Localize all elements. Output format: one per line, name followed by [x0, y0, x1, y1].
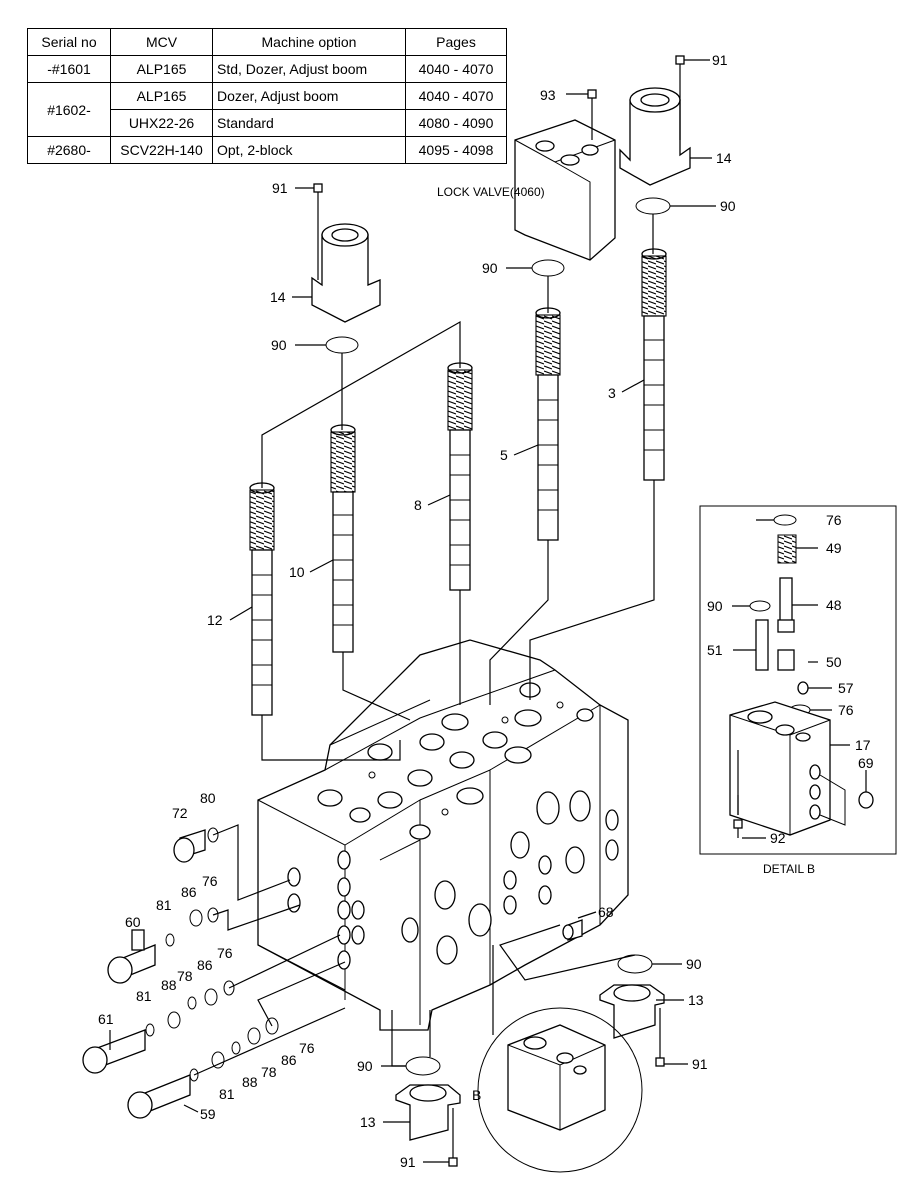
callout-91: 91 [692, 1056, 708, 1072]
callout-86: 86 [197, 957, 213, 973]
callout-76: 76 [202, 873, 218, 889]
callout-labels: 91 93 14 LOCK VALVE(4060) 90 91 14 90 90… [98, 52, 874, 1170]
seal-rings [145, 827, 279, 1082]
table-row: UHX22-26 Standard 4080 - 4090 [28, 109, 507, 137]
callout-72: 72 [172, 805, 188, 821]
spool-12 [249, 482, 275, 716]
cell-serial: #1602- [27, 82, 111, 137]
callout-76: 76 [838, 702, 854, 718]
header-mcv: MCV [110, 28, 213, 56]
callout-59: 59 [200, 1106, 216, 1122]
table-header-row: Serial no MCV Machine option Pages [27, 28, 507, 56]
callout-90: 90 [686, 956, 702, 972]
cap-13-bottom [395, 1084, 461, 1141]
callout-14: 14 [716, 150, 732, 166]
callout-13: 13 [360, 1114, 376, 1130]
bolts [313, 55, 685, 1167]
callout-81: 81 [136, 988, 152, 1004]
callout-78: 78 [177, 968, 193, 984]
callout-60: 60 [125, 914, 141, 930]
callout-3: 3 [608, 385, 616, 401]
callout-92: 92 [770, 830, 786, 846]
detail-b-box: DETAIL B [699, 505, 897, 876]
callout-51: 51 [707, 642, 723, 658]
detail-b-circle: B [472, 1007, 643, 1173]
lock-valve-label: LOCK VALVE(4060) [437, 185, 545, 199]
plug-60 [107, 929, 156, 984]
cell-option: Standard [212, 109, 406, 137]
fitting-68 [562, 919, 583, 941]
detail-b-title: DETAIL B [763, 862, 815, 876]
cell-pages: 4080 - 4090 [405, 109, 507, 137]
assembly-lines [193, 214, 739, 1076]
callout-86: 86 [181, 884, 197, 900]
callout-13: 13 [688, 992, 704, 1008]
callout-86: 86 [281, 1052, 297, 1068]
cell-pages: 4095 - 4098 [405, 136, 507, 164]
callout-68: 68 [598, 904, 614, 920]
table-row: -#1601 ALP165 Std, Dozer, Adjust boom 40… [27, 55, 507, 83]
callout-leaders [109, 59, 867, 1163]
callout-90: 90 [720, 198, 736, 214]
callout-5: 5 [500, 447, 508, 463]
cap-14-lower [311, 223, 381, 323]
callout-80: 80 [200, 790, 216, 806]
cell-pages: 4040 - 4070 [405, 55, 507, 83]
callout-76: 76 [217, 945, 233, 961]
plug-72 [173, 829, 206, 863]
callout-17: 17 [855, 737, 871, 753]
callout-10: 10 [289, 564, 305, 580]
plug-59 [127, 1074, 191, 1119]
cell-pages: 4040 - 4070 [405, 82, 507, 110]
callout-90: 90 [357, 1058, 373, 1074]
callout-91: 91 [272, 180, 288, 196]
cell-mcv: SCV22H-140 [110, 136, 213, 164]
callout-69: 69 [858, 755, 874, 771]
callout-88: 88 [161, 977, 177, 993]
callout-91: 91 [400, 1154, 416, 1170]
callout-61: 61 [98, 1011, 114, 1027]
header-serial: Serial no [27, 28, 111, 56]
callout-8: 8 [414, 497, 422, 513]
serial-table: Serial no MCV Machine option Pages -#160… [27, 28, 507, 164]
callout-93: 93 [540, 87, 556, 103]
cell-option: Opt, 2-block [212, 136, 406, 164]
callout-76: 76 [299, 1040, 315, 1056]
spool-10 [330, 424, 356, 653]
spool-5 [535, 307, 561, 541]
cell-option: Dozer, Adjust boom [212, 82, 406, 110]
callout-14: 14 [270, 289, 286, 305]
cell-serial: #2680- [27, 136, 111, 164]
callout-90: 90 [271, 337, 287, 353]
cell-option: Std, Dozer, Adjust boom [212, 55, 406, 83]
header-pages: Pages [405, 28, 507, 56]
spool-8 [447, 362, 473, 591]
main-control-valve-block [257, 639, 629, 1031]
callout-90: 90 [707, 598, 723, 614]
cap-14-upper [619, 87, 691, 186]
callout-91: 91 [712, 52, 728, 68]
spool-3 [641, 248, 667, 481]
cell-mcv: ALP165 [110, 82, 213, 110]
callout-81: 81 [219, 1086, 235, 1102]
callout-50: 50 [826, 654, 842, 670]
plug-61 [82, 1029, 146, 1074]
callout-78: 78 [261, 1064, 277, 1080]
cap-13-right [599, 984, 665, 1039]
callout-57: 57 [838, 680, 854, 696]
cell-mcv: UHX22-26 [110, 109, 213, 137]
callout-12: 12 [207, 612, 223, 628]
callout-48: 48 [826, 597, 842, 613]
lock-valve [514, 119, 616, 261]
callout-49: 49 [826, 540, 842, 556]
table-row: #1602- ALP165 Dozer, Adjust boom 4040 - … [27, 82, 507, 137]
callout-88: 88 [242, 1074, 258, 1090]
callout-81: 81 [156, 897, 172, 913]
callout-76: 76 [826, 512, 842, 528]
callout-90: 90 [482, 260, 498, 276]
detail-marker-label: B [472, 1087, 481, 1103]
table-row: #2680- SCV22H-140 Opt, 2-block 4095 - 40… [27, 136, 507, 164]
